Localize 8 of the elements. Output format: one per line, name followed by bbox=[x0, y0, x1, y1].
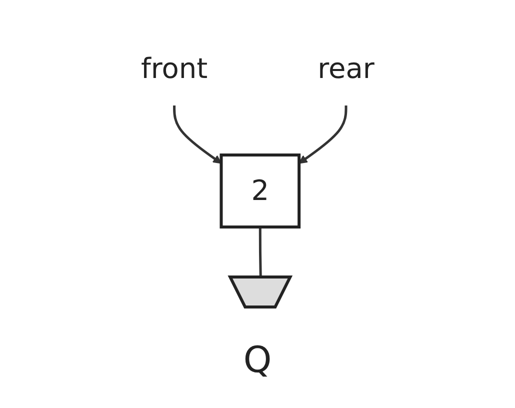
arrow bbox=[298, 105, 348, 164]
node-text: front bbox=[140, 52, 208, 85]
arrow bbox=[172, 105, 222, 164]
node-box: 2 bbox=[220, 154, 300, 228]
node-text: rear bbox=[317, 52, 374, 85]
node-ground bbox=[228, 276, 292, 308]
connector bbox=[258, 227, 262, 278]
queue-name-label: Q bbox=[243, 340, 272, 381]
